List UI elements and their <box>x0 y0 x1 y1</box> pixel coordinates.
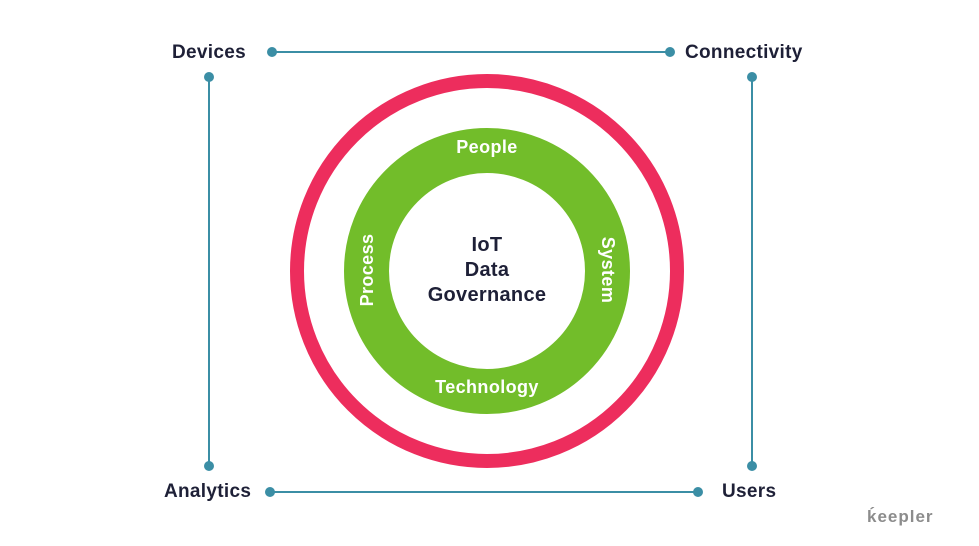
connector-dot <box>665 47 675 57</box>
connector-dot <box>265 487 275 497</box>
connector-dot <box>693 487 703 497</box>
connector-dot <box>747 461 757 471</box>
connector-line-top <box>267 47 675 57</box>
connector-line-bottom <box>265 487 703 497</box>
ring-label-technology: Technology <box>435 377 539 397</box>
center-title-line-3: Governance <box>427 284 547 306</box>
connector-dot <box>747 72 757 82</box>
label-analytics: Analytics <box>164 481 252 502</box>
center-title-line-1: IoT <box>471 234 503 256</box>
label-devices: Devices <box>172 42 246 63</box>
label-users: Users <box>722 481 777 502</box>
diagram-center-title: IoT Data Governance <box>290 233 684 308</box>
iot-governance-diagram: People System Technology Process IoT Dat… <box>290 74 684 468</box>
connector-dot <box>267 47 277 57</box>
connector-line-left <box>204 72 214 471</box>
label-connectivity: Connectivity <box>685 42 803 63</box>
connector-line-right <box>747 72 757 471</box>
keepler-logo: ḱeepler <box>867 507 934 526</box>
connector-dot <box>204 72 214 82</box>
connector-dot <box>204 461 214 471</box>
ring-label-people: People <box>456 137 518 157</box>
center-title-line-2: Data <box>464 259 510 281</box>
